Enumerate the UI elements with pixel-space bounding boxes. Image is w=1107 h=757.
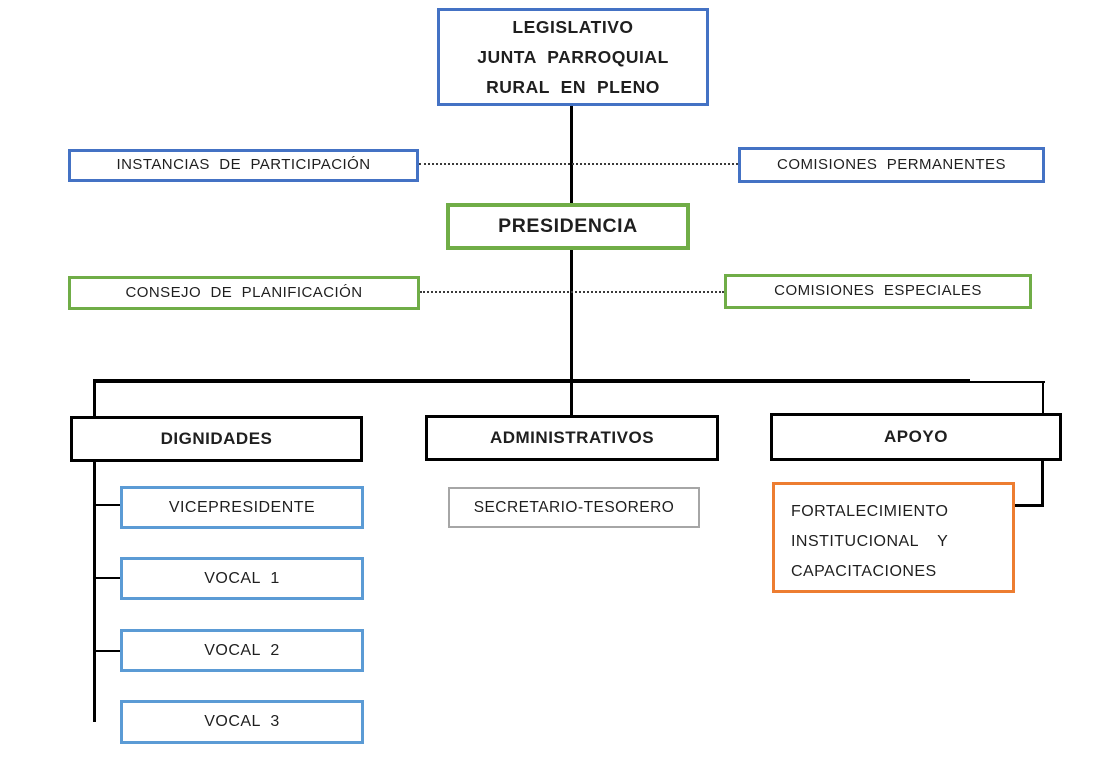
node-label: ADMINISTRATIVOS: [489, 428, 655, 448]
node-label: VOCAL 1: [204, 569, 280, 587]
connector-bus-drop-dignidades: [93, 381, 96, 416]
node-fortalecimiento-institucional: FORTALECIMIENTO INSTITUCIONAL Y CAPACITA…: [772, 482, 1015, 593]
connector-presidencia-administrativos: [570, 249, 573, 415]
connector-instancias-permanentes: [419, 163, 738, 165]
node-vocal-3: VOCAL 3: [120, 700, 364, 744]
connector-bus-extension-right: [968, 381, 1045, 383]
node-comisiones-especiales: COMISIONES ESPECIALES: [724, 274, 1032, 309]
node-comisiones-permanentes: COMISIONES PERMANENTES: [738, 147, 1045, 183]
node-dignidades: DIGNIDADES: [70, 416, 363, 462]
node-label: VOCAL 3: [204, 713, 280, 730]
node-label: VICEPRESIDENTE: [168, 498, 316, 516]
connector-apoyo-fortalecimiento: [1015, 504, 1044, 507]
node-label: VOCAL 2: [204, 641, 280, 659]
connector-bus-horizontal: [93, 379, 970, 383]
node-legislativo-line-2: JUNTA PARROQUIAL: [477, 47, 669, 67]
node-fortalecimiento-line-1: FORTALECIMIENTO: [791, 503, 949, 520]
node-label: APOYO: [884, 427, 948, 447]
node-apoyo: APOYO: [770, 413, 1062, 461]
node-presidencia: PRESIDENCIA: [446, 203, 690, 250]
node-label: INSTANCIAS DE PARTICIPACIÓN: [116, 156, 371, 174]
connector-stub-vocal-1: [96, 577, 120, 579]
node-label: DIGNIDADES: [160, 429, 273, 449]
node-vicepresidente: VICEPRESIDENTE: [120, 486, 364, 529]
node-consejo-de-planificacion: CONSEJO DE PLANIFICACIÓN: [68, 276, 420, 310]
node-fortalecimiento-line-2: INSTITUCIONAL Y: [791, 533, 949, 550]
node-legislativo-line-3: RURAL EN PLENO: [486, 77, 660, 97]
node-label: COMISIONES ESPECIALES: [774, 282, 982, 300]
connector-apoyo-drop: [1041, 461, 1044, 506]
node-label: CONSEJO DE PLANIFICACIÓN: [125, 283, 363, 301]
connector-consejo-especiales: [420, 291, 724, 293]
node-administrativos: ADMINISTRATIVOS: [425, 415, 719, 461]
node-vocal-2: VOCAL 2: [120, 629, 364, 672]
node-label: SECRETARIO-TESORERO: [473, 498, 675, 516]
node-legislativo: LEGISLATIVO JUNTA PARROQUIAL RURAL EN PL…: [437, 8, 709, 106]
node-secretario-tesorero: SECRETARIO-TESORERO: [448, 487, 700, 528]
node-instancias-de-participacion: INSTANCIAS DE PARTICIPACIÓN: [68, 149, 419, 182]
node-legislativo-line-1: LEGISLATIVO: [512, 17, 634, 37]
node-label: COMISIONES PERMANENTES: [777, 155, 1006, 173]
node-label: PRESIDENCIA: [498, 215, 638, 238]
connector-stub-vicepresidente: [96, 504, 120, 506]
connector-dignidades-spine: [93, 461, 96, 722]
node-vocal-1: VOCAL 1: [120, 557, 364, 600]
node-fortalecimiento-line-3: CAPACITACIONES: [791, 563, 937, 580]
connector-bus-drop-apoyo: [1042, 381, 1044, 414]
connector-legislativo-presidencia: [570, 106, 573, 204]
connector-stub-vocal-2: [96, 650, 120, 652]
